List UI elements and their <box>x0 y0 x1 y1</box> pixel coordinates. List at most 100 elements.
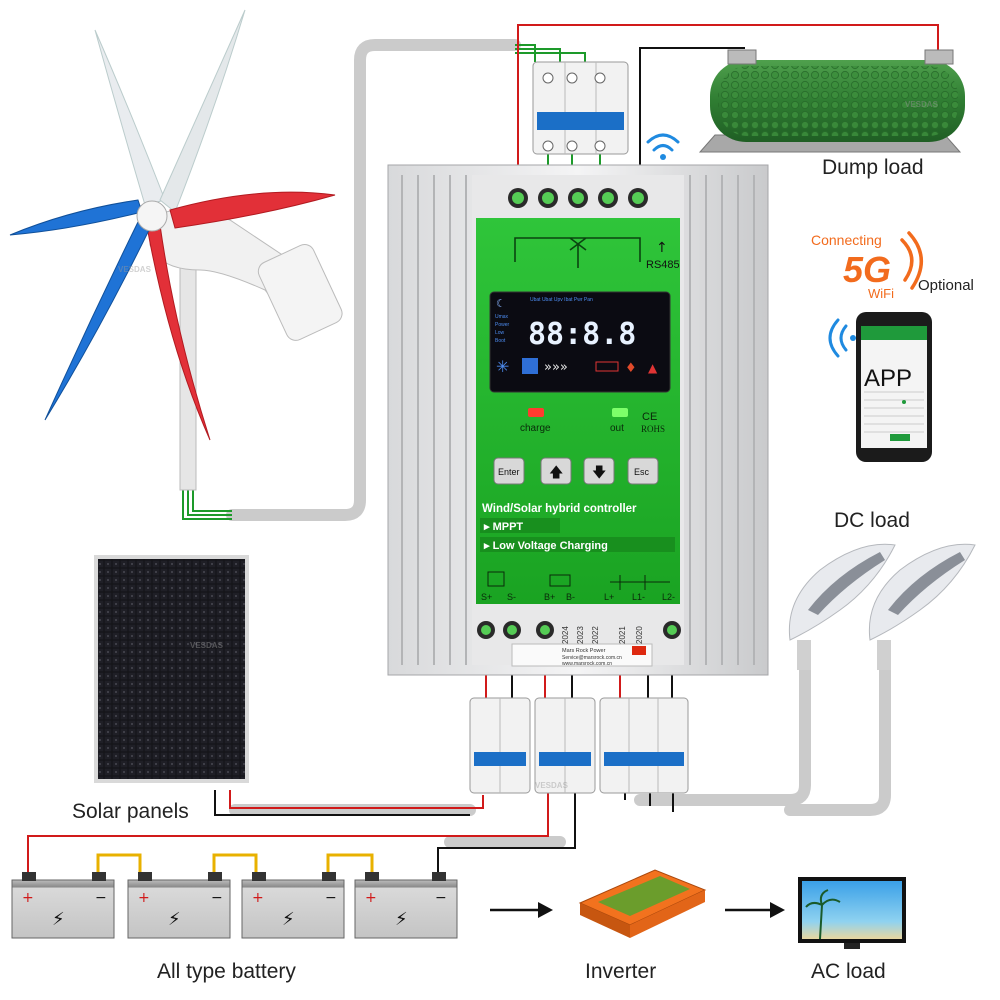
solar-terminal-icon <box>487 571 505 587</box>
lcd-battery-icon <box>595 361 619 372</box>
svg-text:Esc: Esc <box>634 467 650 477</box>
breaker-solar <box>469 697 531 794</box>
battery-red-main <box>27 790 549 880</box>
charge-led <box>528 408 544 417</box>
arrow-battery-to-inverter <box>490 902 553 918</box>
esc-button[interactable]: Esc <box>627 457 659 485</box>
controller-title: Wind/Solar hybrid controller <box>482 503 637 515</box>
mppt-label: ▸ MPPT <box>483 521 523 533</box>
lcd-bulb-icon: ♦ <box>625 361 637 376</box>
svg-text:L1-: L1- <box>632 592 645 602</box>
turbine-hub <box>136 200 168 232</box>
svg-text:−: − <box>211 890 223 906</box>
top-terminals <box>508 188 648 208</box>
lightning-icon: ⚡ <box>168 909 181 930</box>
year-strip: 2024 2023 2022 2021 2020 <box>561 626 644 644</box>
watermarks: VESDAS VESDAS VESDAS VESDAS <box>118 100 939 790</box>
lcd-solar-icon <box>522 358 538 374</box>
down-button[interactable]: 🡇 <box>583 457 615 485</box>
wind-symbol <box>514 237 641 268</box>
mppt-band <box>480 518 560 533</box>
turbine-blade-red-2 <box>147 224 211 441</box>
svg-text:VESDAS: VESDAS <box>190 641 224 650</box>
arrow-inverter-to-ac <box>725 902 785 918</box>
controller: ↑ RS485 ☾ Ubat Ubat Upv Ibat Pwr Pan Uma… <box>387 164 769 676</box>
wifi-label: WiFi <box>868 286 894 301</box>
battery-series-links <box>96 853 374 880</box>
wifi-icon <box>646 133 680 160</box>
wind-phase-wires <box>182 490 232 520</box>
charge-label: charge <box>520 423 551 434</box>
svg-text:Enter: Enter <box>498 467 520 477</box>
svg-text:L2-: L2- <box>662 592 675 602</box>
dc-load-label: DC load <box>834 509 910 532</box>
heatsink-fins-right <box>689 175 755 665</box>
svg-text:VESDAS: VESDAS <box>535 781 569 790</box>
turbine-blade-white-2 <box>159 9 246 213</box>
svg-text:Power: Power <box>495 322 510 328</box>
solar-panel <box>94 555 249 783</box>
battery-4: + − ⚡ <box>354 872 458 939</box>
up-arrow-icon: 🡅 <box>549 465 563 481</box>
solar-black-wire <box>214 790 470 816</box>
dump-load-label: Dump load <box>822 156 924 179</box>
street-light-2 <box>868 543 976 670</box>
rohs-mark: ROHS <box>641 424 665 434</box>
dc-load-conduit-2 <box>784 664 891 816</box>
svg-text:B+: B+ <box>544 592 555 602</box>
maker-email: Service@marsrock.com.cn <box>562 655 622 661</box>
battery-terminal-icon <box>549 574 571 587</box>
connecting-label: Connecting <box>811 232 882 248</box>
up-button[interactable]: 🡅 <box>540 457 572 485</box>
lvc-band <box>480 537 675 552</box>
dump-load-red-wire <box>517 24 939 168</box>
wifi-side-icon <box>828 318 856 358</box>
svg-text:Boot: Boot <box>495 338 506 344</box>
svg-text:Umax: Umax <box>495 314 509 320</box>
turbine-tail <box>257 244 343 341</box>
lcd-moon-icon: ☾ <box>496 297 506 310</box>
lcd-sun-icon: ✳ <box>496 357 509 376</box>
svg-text:−: − <box>435 890 447 906</box>
rs485-label: RS485 <box>646 259 680 271</box>
svg-text:VESDAS: VESDAS <box>905 100 939 109</box>
phone <box>856 312 932 462</box>
svg-text:S-: S- <box>507 592 516 602</box>
bottom-terminals <box>477 621 681 639</box>
breaker-battery <box>534 697 596 794</box>
turbine-blade-white-1 <box>94 29 166 206</box>
dc-load-conduit-1 <box>634 664 811 806</box>
out-led <box>612 408 628 417</box>
lcd-small-labels: Ubat Ubat Upv Ibat Pwr Pan UmaxPowerLowB… <box>495 297 593 344</box>
all-type-battery-label: All type battery <box>157 960 296 983</box>
flag-icon <box>632 646 646 655</box>
svg-text:VESDAS: VESDAS <box>118 265 152 274</box>
load-terminal-icon <box>610 575 670 590</box>
svg-text:2020: 2020 <box>635 626 644 644</box>
heatsink-fins-left <box>401 175 467 665</box>
svg-text:+: + <box>365 890 377 906</box>
lightning-icon: ⚡ <box>52 909 65 930</box>
svg-text:−: − <box>325 890 337 906</box>
lightning-icon: ⚡ <box>282 909 295 930</box>
svg-text:S+: S+ <box>481 592 492 602</box>
lcd-flow-arrows: »»» <box>544 360 568 375</box>
svg-text:+: + <box>22 890 34 906</box>
tv <box>798 877 906 949</box>
maker-name: Mars Rock Power <box>562 648 606 654</box>
turbine-blade-blue-1 <box>9 199 143 236</box>
down-arrow-icon: 🡇 <box>592 465 606 481</box>
maker-label-plate <box>511 643 653 667</box>
svg-text:2022: 2022 <box>591 626 600 644</box>
svg-text:2023: 2023 <box>576 626 585 644</box>
terminal-labels: S+ S- B+ B- L+ L1- L2- <box>481 592 675 602</box>
enter-button[interactable]: Enter <box>493 457 525 485</box>
wind-conduit <box>226 39 521 521</box>
lvc-label: ▸ Low Voltage Charging <box>483 540 608 552</box>
dc-load-wires <box>799 640 889 670</box>
solar-red-wire <box>229 790 484 809</box>
lcd-digits: 88:8.8 <box>528 317 636 352</box>
svg-text:L+: L+ <box>604 592 614 602</box>
ac-load-label: AC load <box>811 960 886 983</box>
